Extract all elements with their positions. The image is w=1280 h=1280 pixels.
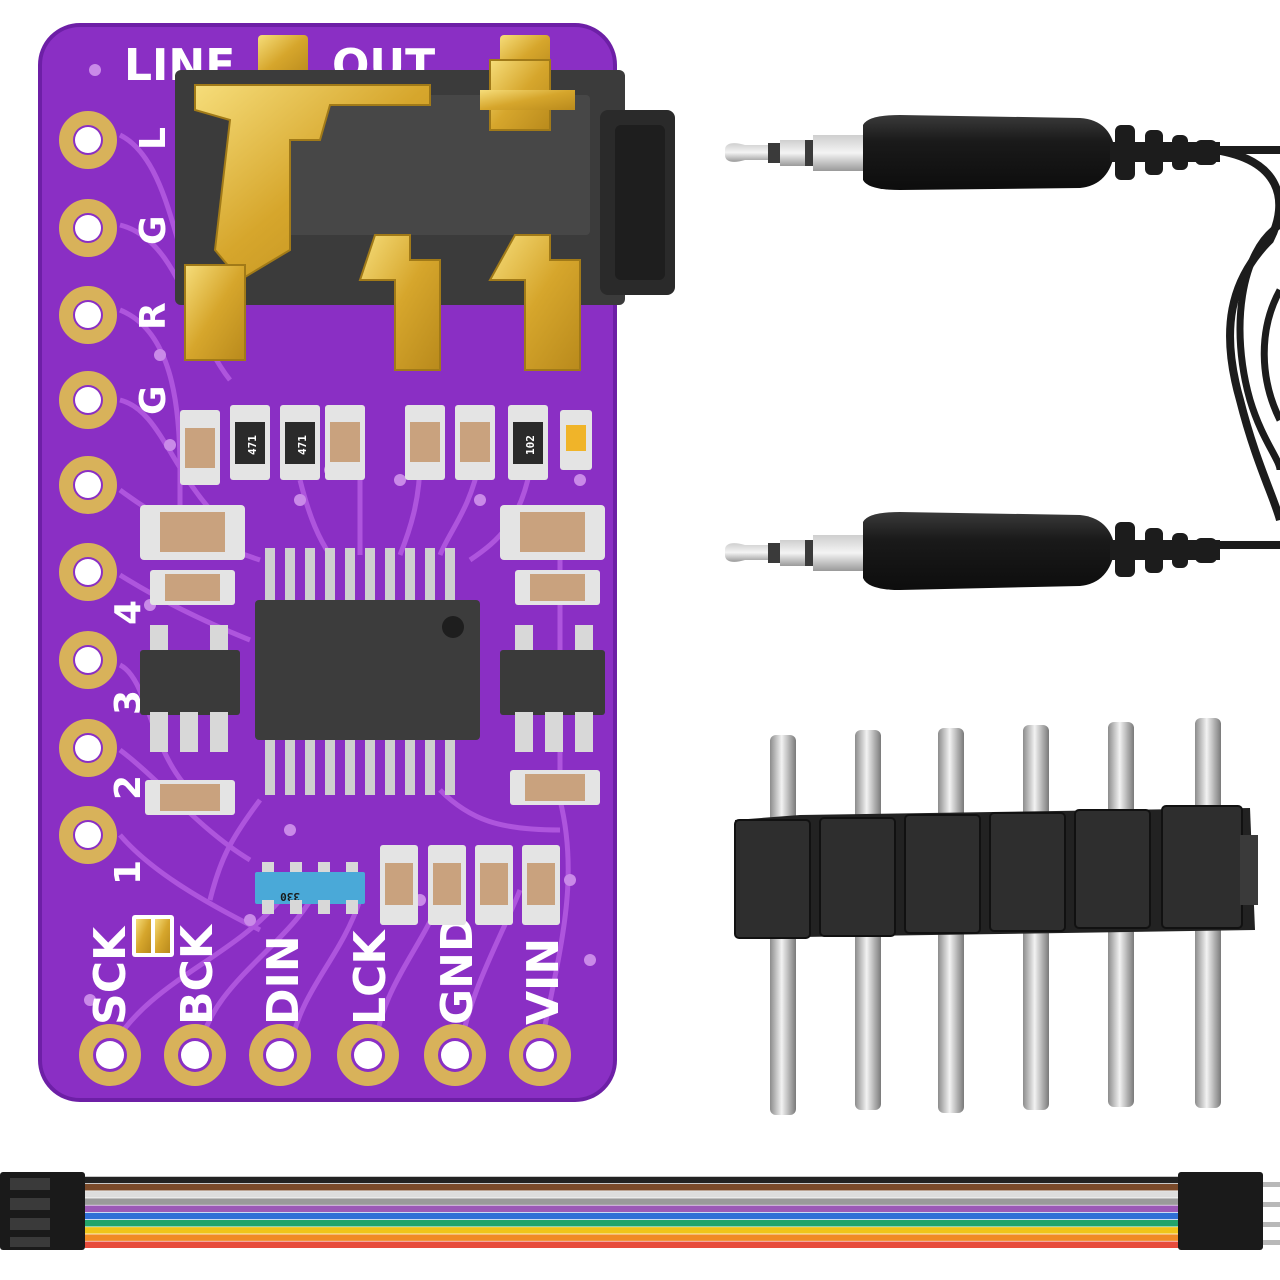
jumper-connector-left xyxy=(0,1172,85,1250)
ic-pins-top xyxy=(265,548,455,608)
pin-label-4: 4 xyxy=(108,600,149,625)
pin-label-lck: LCK xyxy=(345,929,396,1025)
cap-c7 xyxy=(500,505,605,560)
pin-label-bck: BCK xyxy=(172,923,223,1025)
resistor-code-4: 330 xyxy=(280,890,300,903)
cap-c9 xyxy=(145,780,235,815)
resistor-array: 330 xyxy=(255,862,365,914)
ic-pins-bottom xyxy=(265,735,455,795)
cap-c12 xyxy=(428,845,466,925)
resistor-code-1: 471 xyxy=(246,435,259,455)
pin-label-G2: G xyxy=(133,385,174,415)
audio-plug-top xyxy=(725,115,1220,190)
resistor-r2: 471 xyxy=(280,405,320,480)
dac-chip xyxy=(255,600,480,740)
pin-label-sck: SCK xyxy=(85,925,136,1025)
cap-c11 xyxy=(380,845,418,925)
pin-label-R: R xyxy=(133,302,174,330)
left-pin-labels: L G R G 4 3 2 1 xyxy=(108,127,174,885)
bottom-pads-holes xyxy=(96,1041,554,1069)
cap-c2 xyxy=(325,405,365,480)
audio-cable xyxy=(725,115,1280,590)
pin-label-din: DIN xyxy=(258,935,309,1025)
cap-c6 xyxy=(150,570,235,605)
cap-c3 xyxy=(405,405,445,480)
regulator-left xyxy=(140,625,240,752)
cap-c13 xyxy=(475,845,513,925)
chip-pin1-marker xyxy=(442,616,464,638)
pin-label-gnd: GND xyxy=(432,916,483,1025)
pin-header xyxy=(734,718,1258,1115)
audio-plug-bottom xyxy=(725,512,1220,590)
cap-c4 xyxy=(455,405,495,480)
top-pad-1 xyxy=(258,35,308,77)
resistor-r1: 471 xyxy=(230,405,270,480)
pin-label-1: 1 xyxy=(108,860,149,885)
left-pads-holes xyxy=(75,127,101,848)
pin-label-G1: G xyxy=(133,215,174,245)
smd-components: 471 471 102 xyxy=(140,405,605,925)
cap-c8 xyxy=(515,570,600,605)
led xyxy=(560,410,592,470)
jumper-connector-right xyxy=(1178,1172,1280,1250)
header-blocks xyxy=(734,805,1243,939)
cap-c1 xyxy=(180,410,220,485)
vias xyxy=(84,64,596,1006)
resistor-r3: 102 xyxy=(508,405,548,480)
pin-label-2: 2 xyxy=(108,775,149,800)
audio-jack xyxy=(175,59,675,371)
cap-c5 xyxy=(140,505,245,560)
resistor-code-3: 102 xyxy=(524,435,537,455)
resistor-code-2: 471 xyxy=(296,435,309,455)
pin-label-L: L xyxy=(133,127,174,150)
solder-jumper xyxy=(132,915,174,957)
bottom-pin-labels: SCK BCK DIN LCK GND VIN xyxy=(85,916,569,1025)
cap-c14 xyxy=(522,845,560,925)
jumper-wire-ribbon xyxy=(0,1172,1280,1250)
pin-label-vin: VIN xyxy=(518,938,569,1025)
cap-c10 xyxy=(510,770,600,805)
regulator-right xyxy=(500,625,605,752)
